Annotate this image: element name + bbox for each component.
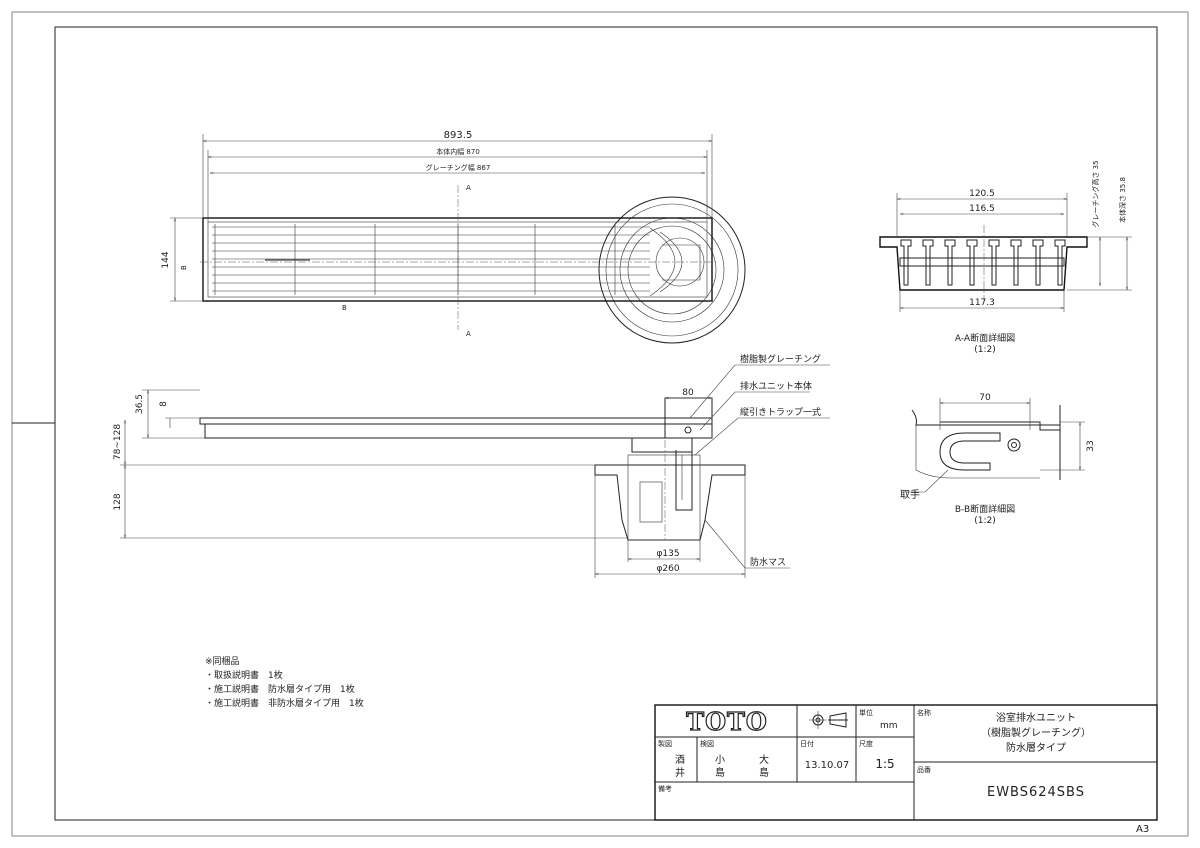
projection-symbol-icon bbox=[809, 711, 848, 729]
product-name-line: 防水層タイプ bbox=[1006, 741, 1066, 754]
notes-item: ・取扱説明書 1枚 bbox=[205, 669, 283, 681]
notes-item: ・施工説明書 非防水層タイプ用 1枚 bbox=[205, 697, 364, 709]
checked-by: 島 bbox=[715, 766, 725, 779]
aa-caption: A-A断面詳細図 bbox=[955, 332, 1015, 344]
checked-by: 大 bbox=[759, 753, 769, 766]
section-a-bottom: A bbox=[466, 330, 471, 338]
scale-label: 尺度 bbox=[859, 739, 873, 748]
product-name-line: （樹脂製グレーチング） bbox=[981, 726, 1091, 739]
dim-adjust-range: 78~128 bbox=[113, 424, 123, 460]
notes-title: ※同梱品 bbox=[205, 655, 240, 667]
dim-80: 80 bbox=[682, 388, 694, 398]
callout-trap: 縦引きトラップ一式 bbox=[740, 406, 821, 418]
section-aa bbox=[879, 193, 1132, 312]
toto-logo: TOTO bbox=[686, 707, 768, 736]
section-bb bbox=[905, 398, 1085, 493]
bb-caption: B-B断面詳細図 bbox=[955, 503, 1015, 515]
grating-bar-section bbox=[1010, 239, 1022, 286]
callout-waterproof-box: 防水マス bbox=[750, 556, 786, 568]
callout-grating: 樹脂製グレーチング bbox=[740, 353, 821, 365]
plan-view bbox=[170, 134, 746, 344]
dim-phi135: φ135 bbox=[656, 549, 679, 559]
unit-label: 単位 bbox=[859, 708, 873, 717]
checked-label: 検図 bbox=[700, 739, 714, 748]
aa-dim-bottom: 117.3 bbox=[969, 298, 995, 308]
dim-trap-depth: 128 bbox=[113, 493, 123, 510]
checked-by: 島 bbox=[759, 766, 769, 779]
dim-phi260: φ260 bbox=[656, 564, 679, 574]
bb-dim-height: 33 bbox=[1086, 440, 1096, 451]
aa-scale: (1:2) bbox=[974, 345, 996, 355]
product-name-line: 浴室排水ユニット bbox=[996, 711, 1076, 724]
grating-bar-section bbox=[1054, 239, 1066, 286]
dim-grating-width: グレーチング幅 867 bbox=[426, 163, 491, 172]
name-label: 名称 bbox=[917, 708, 931, 717]
remarks-label: 備考 bbox=[658, 784, 672, 793]
part-no-value: EWBS624SBS bbox=[987, 785, 1085, 800]
grating-bar-section bbox=[900, 239, 912, 286]
aa-dim-grating-height: グレーチング高さ 35 bbox=[1091, 160, 1100, 227]
scale-value: 1:5 bbox=[875, 757, 894, 771]
grating-bar-section bbox=[1032, 239, 1044, 286]
section-a-top: A bbox=[466, 184, 471, 192]
notes-item: ・施工説明書 防水層タイプ用 1枚 bbox=[205, 683, 355, 695]
section-b-mark: B bbox=[180, 265, 188, 270]
bb-scale: (1:2) bbox=[974, 516, 996, 526]
drawn-by: 酒 bbox=[675, 754, 685, 766]
dim-overall: 893.5 bbox=[444, 130, 473, 141]
grating-bar-section bbox=[988, 239, 1000, 286]
side-view bbox=[120, 364, 830, 578]
dim-height: 144 bbox=[161, 251, 171, 268]
drawn-by: 井 bbox=[675, 766, 685, 779]
part-no-label: 品番 bbox=[917, 766, 931, 774]
aa-dim-inner: 116.5 bbox=[969, 204, 995, 214]
title-block bbox=[654, 704, 1158, 821]
checked-by: 小 bbox=[715, 754, 725, 766]
aa-dim-top: 120.5 bbox=[969, 189, 995, 199]
outer-frame bbox=[11, 11, 1189, 837]
section-b-label: B bbox=[342, 304, 347, 312]
unit-value: mm bbox=[880, 721, 898, 731]
dim-grating-thickness: 8 bbox=[159, 401, 169, 407]
date-label: 日付 bbox=[800, 739, 814, 748]
callout-body: 排水ユニット本体 bbox=[740, 380, 812, 392]
date-value: 13.10.07 bbox=[805, 760, 850, 771]
dim-body-inner-width: 本体内幅 870 bbox=[436, 147, 480, 156]
sheet-size: A3 bbox=[1136, 824, 1149, 835]
dim-total-height: 36.5 bbox=[135, 394, 145, 414]
grating-bar-section bbox=[944, 239, 956, 286]
grating-bar-section bbox=[966, 239, 978, 286]
drawn-label: 製図 bbox=[658, 739, 672, 748]
bb-dim-width: 70 bbox=[979, 393, 991, 403]
bb-handle-label: 取手 bbox=[900, 488, 920, 501]
aa-dim-body-depth: 本体深さ 35.8 bbox=[1118, 177, 1127, 223]
grating-bar-section bbox=[922, 239, 934, 286]
